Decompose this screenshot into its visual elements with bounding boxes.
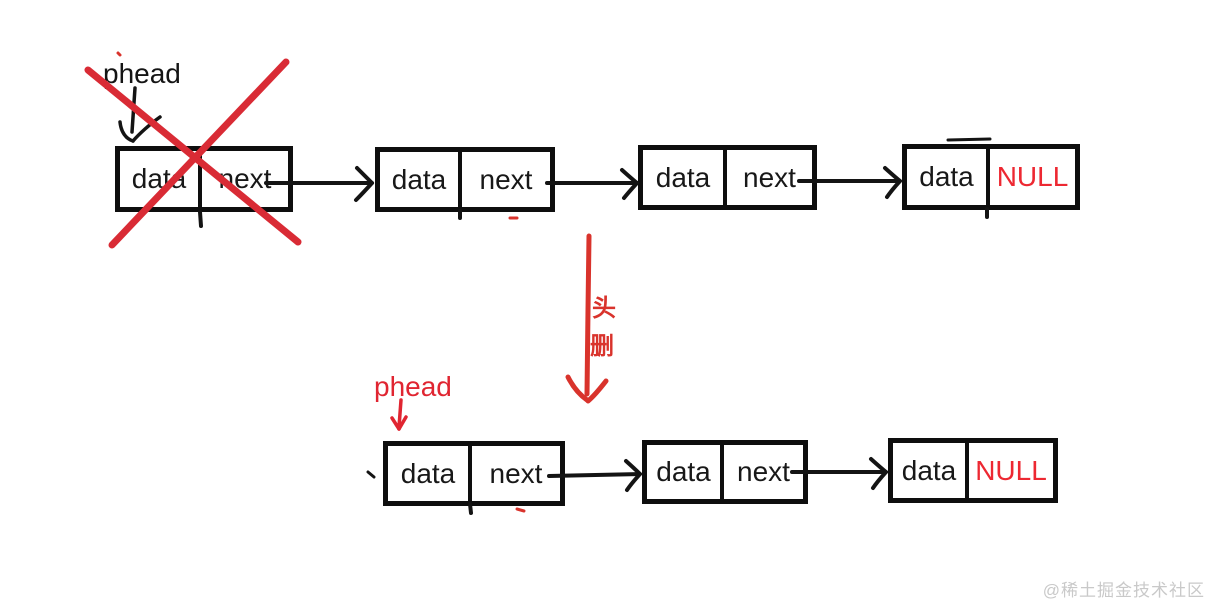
- arrowhead-bottom: [885, 179, 902, 199]
- bottom-list-node-1: data next: [383, 441, 565, 506]
- stray-tick: [366, 470, 376, 479]
- bottom-list-node-2: data next: [642, 440, 808, 504]
- top-link-arrow-2: [545, 168, 639, 200]
- node-data-cell: data: [907, 149, 990, 205]
- arrowhead-top: [624, 459, 642, 476]
- node-data-cell: data: [643, 150, 727, 205]
- node-data-cell: data: [120, 151, 202, 207]
- node-data-cell: data: [380, 152, 462, 207]
- pointer-arrow-shaft: [397, 398, 403, 429]
- arrowhead-top: [620, 168, 639, 185]
- bottom-phead-pointer-arrow: [390, 398, 408, 431]
- top-list-node-1: data next: [115, 146, 293, 212]
- arrow-shaft: [584, 233, 592, 397]
- node-data-cell: data: [647, 445, 724, 499]
- top-phead-label: phead: [103, 58, 181, 89]
- operation-char-delete: 删: [590, 333, 614, 360]
- box-edge-doubling: [946, 137, 992, 142]
- arrowhead-right: [585, 378, 609, 404]
- pointer-arrowhead-left: [118, 120, 135, 143]
- node-next-cell: next: [743, 161, 796, 193]
- arrowhead-left: [565, 374, 590, 403]
- pointer-arrowhead-right: [397, 415, 408, 431]
- node-null-cell: NULL: [996, 161, 1069, 192]
- node-data-cell: data: [388, 446, 472, 501]
- arrowhead-bottom: [622, 181, 639, 200]
- node-data-cell: data: [893, 443, 969, 498]
- pointer-arrowhead-right: [131, 115, 162, 143]
- arrowhead-bottom: [625, 472, 642, 492]
- red-dash: [515, 507, 526, 513]
- top-list-node-2: data next: [375, 147, 555, 212]
- node-next-cell: next: [479, 163, 533, 195]
- divider-overshoot: [198, 210, 203, 228]
- node-next-cell: next: [737, 456, 790, 487]
- arrowhead-top: [883, 166, 902, 183]
- node-next-cell: next: [218, 163, 272, 194]
- top-phead-pointer-arrow: [118, 86, 162, 143]
- top-list-node-3: data next: [638, 145, 817, 210]
- watermark: @稀土掘金技术社区: [1042, 581, 1205, 600]
- node-null-cell: NULL: [975, 454, 1047, 486]
- red-dot: [116, 51, 122, 57]
- arrowhead-top: [869, 457, 888, 474]
- operation-char-head: 头: [592, 295, 616, 322]
- arrowhead-bottom: [871, 470, 888, 490]
- bottom-phead-label: phead: [374, 371, 452, 402]
- node-next-cell: next: [489, 457, 543, 489]
- bottom-list-node-3: data NULL: [888, 438, 1058, 503]
- arrowhead-top: [355, 166, 374, 185]
- arrowhead-bottom: [354, 181, 374, 202]
- top-list-node-4: data NULL: [902, 144, 1080, 210]
- pointer-arrowhead-left: [390, 416, 401, 431]
- pointer-arrow-shaft: [130, 86, 137, 134]
